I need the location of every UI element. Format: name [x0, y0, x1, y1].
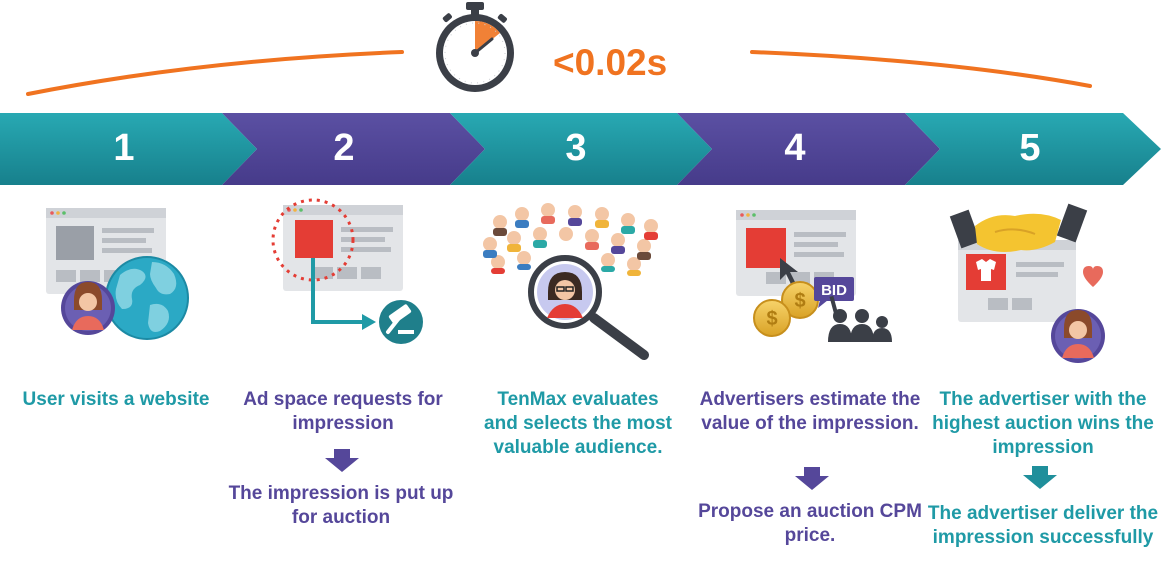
step-number-3: 3	[565, 127, 587, 169]
request-arrow	[311, 258, 365, 324]
gavel-icon	[379, 300, 423, 344]
step-1-caption: User visits a website	[22, 389, 210, 410]
ad-slot	[295, 220, 333, 258]
bid-badge-label: BID	[821, 282, 847, 299]
winner-avatar-icon	[1051, 309, 1105, 363]
product-ad-icon	[966, 254, 1006, 290]
heart-icon	[1083, 266, 1103, 287]
svg-text:$: $	[766, 308, 777, 330]
timeline-arc-right	[750, 50, 1092, 88]
step-3-caption: TenMax evaluates and selects the most va…	[484, 389, 672, 458]
globe-icon	[105, 256, 189, 340]
step-number-5: 5	[1019, 127, 1041, 169]
step-4-result: Propose an auction CPM price.	[698, 501, 922, 546]
step-number-1: 1	[113, 127, 135, 169]
step-2-caption: Ad space requests for impression	[243, 389, 443, 434]
timeline-arc-left	[26, 50, 404, 96]
ad-space-illustration	[283, 205, 403, 291]
step-number-2: 2	[333, 127, 355, 169]
step-4-caption: Advertisers estimate the value of the im…	[699, 389, 921, 434]
down-arrow-icon-step-4	[795, 467, 829, 490]
bid-badge	[814, 277, 854, 308]
step-5-caption: The advertiser with the highest auction …	[932, 389, 1154, 458]
step-2-result: The impression is put up for auction	[228, 483, 454, 528]
chevron-step-5	[905, 113, 1161, 185]
crowd-icon	[483, 203, 658, 276]
cursor-icon	[780, 258, 798, 284]
down-arrow-icon-step-5	[1023, 466, 1057, 489]
svg-text:$: $	[794, 290, 805, 312]
chevron-step-4	[677, 113, 940, 185]
ad-slot-selected	[746, 228, 786, 268]
stopwatch-icon	[436, 2, 514, 92]
step-banner	[0, 113, 1161, 185]
chevron-step-3	[450, 113, 712, 185]
chevron-step-2	[222, 113, 485, 185]
step-5-result: The advertiser deliver the impression su…	[927, 503, 1159, 548]
chevron-step-1	[0, 113, 257, 185]
timer-label: <0.02s	[553, 42, 668, 83]
step-number-4: 4	[784, 127, 806, 169]
bidders-icon	[828, 295, 892, 342]
down-arrow-icon-step-2	[325, 449, 359, 472]
magnifier-icon	[528, 255, 649, 360]
handshake-icon	[949, 203, 1088, 252]
user-avatar-icon	[61, 281, 115, 335]
ad-highlight-ring	[271, 198, 355, 282]
